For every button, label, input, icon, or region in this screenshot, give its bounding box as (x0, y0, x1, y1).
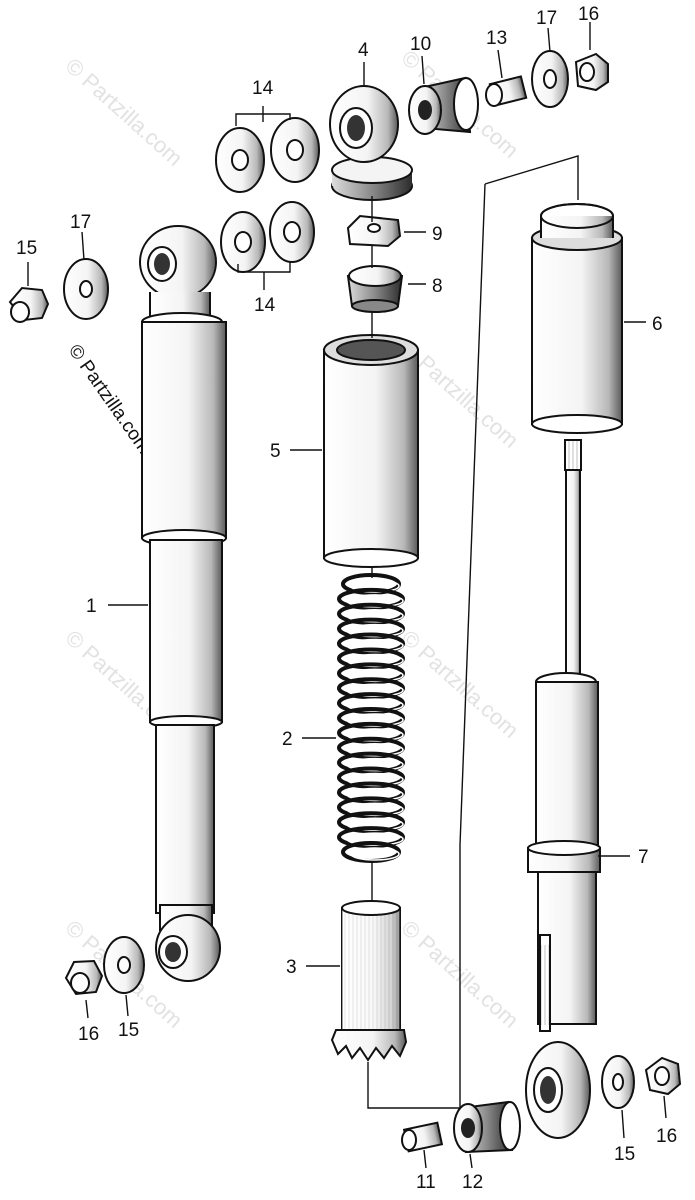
callout-2: 2 (282, 729, 293, 750)
assembly-lines (367, 155, 579, 1109)
spring-coil (337, 826, 405, 849)
spring-seat-lower (330, 900, 408, 1062)
washer-group-upper (215, 117, 320, 193)
rubber-bushing-upper (408, 76, 479, 135)
callout-8: 8 (432, 276, 443, 297)
callout-15-left: 15 (118, 1020, 139, 1041)
lock-plate (346, 214, 402, 248)
callout-14-lower: 14 (254, 295, 276, 316)
spring-coil-highlight (346, 683, 404, 697)
callout-16-top-left: 15 (16, 238, 37, 259)
cap-nut-bottom-left (64, 959, 104, 996)
watermark-text: © Partzilla.com (61, 53, 188, 171)
spring-coil-highlight (346, 757, 404, 772)
spring-coil (337, 602, 405, 625)
upper-spring-cover (323, 334, 419, 568)
spring-coil (337, 587, 405, 610)
spring-coil-highlight (346, 743, 404, 757)
washer-top-left (63, 258, 109, 320)
spring-coil (337, 632, 405, 655)
damper-cover (531, 203, 623, 434)
rubber-stopper (346, 265, 404, 313)
cap-nut-top-left (8, 286, 50, 323)
callout-6: 6 (652, 314, 663, 335)
callout-15-right: 15 (614, 1144, 635, 1165)
washer-bottom-left (103, 936, 145, 994)
spring-coil (341, 573, 401, 595)
callout-10: 10 (410, 34, 431, 55)
callout-4: 4 (358, 40, 369, 61)
collar-upper (485, 75, 528, 107)
spring-coil-highlight (350, 847, 400, 861)
coil-spring (337, 573, 405, 863)
spring-coil (337, 617, 405, 640)
spring-coil-highlight (346, 728, 404, 742)
watermarks: © Partzilla.com © Partzilla.com © Partzi… (61, 45, 524, 1033)
callout-14-upper: 14 (252, 78, 274, 99)
damper-unit (525, 439, 601, 1139)
upper-mount-eye (329, 85, 413, 201)
spring-coil (341, 841, 401, 863)
callout-labels: 14 14 4 10 13 17 16 15 17 9 8 5 6 1 2 7 … (16, 4, 677, 1193)
spring-coil (337, 662, 405, 685)
callout-16-top-right: 16 (578, 4, 599, 25)
spring-coil (337, 677, 405, 700)
spring-coil (337, 796, 405, 819)
spring-coil-highlight (346, 787, 404, 802)
spring-coil (337, 751, 405, 774)
spring-coil (337, 647, 405, 670)
spring-coil (337, 707, 405, 729)
spring-coil (337, 781, 405, 804)
callout-16-bottom-right: 16 (656, 1126, 677, 1147)
spring-coil-highlight (346, 817, 404, 831)
spring-coil (337, 736, 405, 759)
callout-leaders (27, 22, 667, 1169)
spring-coil (337, 721, 405, 744)
washer-bottom-right (601, 1055, 635, 1109)
spring-coil-highlight (346, 772, 404, 787)
collar-lower (401, 1121, 444, 1153)
watermark-text-dark: © Partzilla.com (64, 341, 155, 458)
callout-12: 12 (462, 1172, 483, 1193)
callout-3: 3 (286, 957, 297, 978)
callout-9: 9 (432, 224, 443, 245)
callout-11: 11 (416, 1172, 436, 1193)
callout-17-right: 17 (536, 8, 557, 29)
spring-coil-highlight (346, 653, 404, 668)
spring-coil-highlight (346, 698, 404, 712)
spring-coil-highlight (346, 609, 404, 623)
spring-coil-highlight (346, 802, 404, 817)
spring-coil-highlight (346, 668, 404, 683)
spring-coil-highlight (346, 594, 404, 608)
cap-nut-top-right (574, 52, 609, 92)
washer-group-lower (220, 201, 315, 273)
spring-coil-highlight (350, 579, 400, 593)
spring-coil-highlight (346, 832, 404, 846)
spring-coil-highlight (346, 623, 404, 638)
callout-5: 5 (270, 441, 281, 462)
shock-absorber-assembly (139, 225, 227, 982)
callout-16-bottom-left: 16 (78, 1024, 99, 1045)
callout-7: 7 (638, 847, 649, 868)
watermark-text: © Partzilla.com (397, 625, 524, 743)
callout-13: 13 (486, 28, 507, 49)
spring-coil (337, 811, 405, 834)
callout-17-left: 17 (70, 212, 91, 233)
spring-coil (337, 692, 405, 715)
cap-nut-bottom-right (644, 1056, 682, 1096)
spring-coil-highlight (346, 713, 404, 727)
callout-1: 1 (86, 596, 97, 617)
spring-coil (337, 766, 405, 789)
rubber-bushing-lower (453, 1100, 521, 1154)
spring-coil-highlight (346, 638, 404, 653)
washer-top-right (531, 50, 569, 108)
